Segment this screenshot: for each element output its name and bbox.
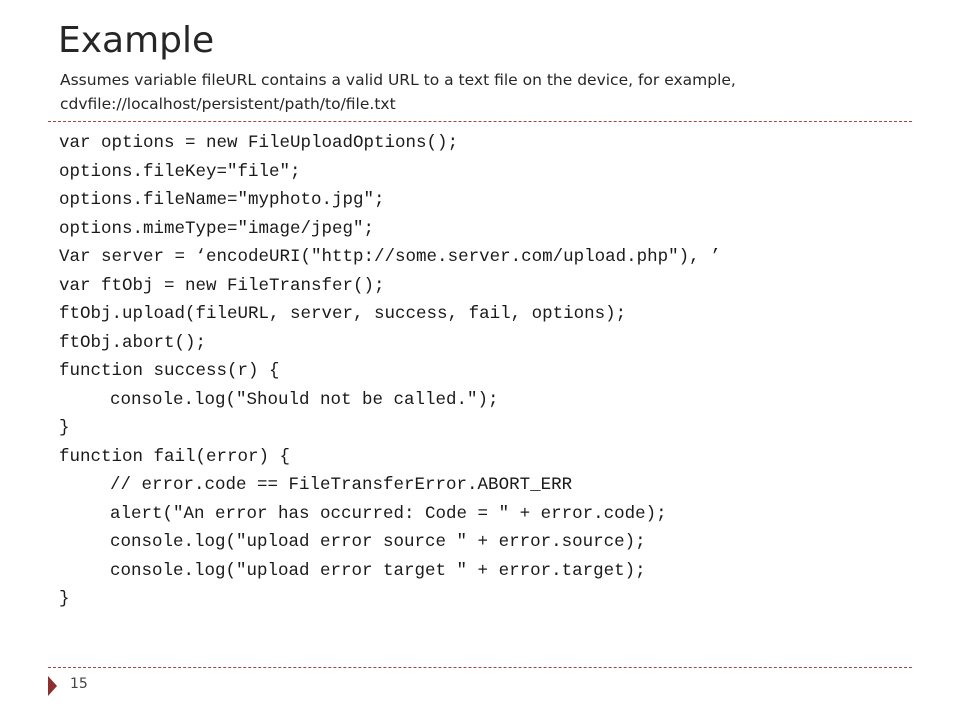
subtitle-line: Assumes variable fileURL contains a vali… [60, 71, 736, 89]
code-line: console.log("Should not be called."); [110, 389, 499, 410]
code-line: options.fileKey="file"; [59, 161, 301, 182]
code-line: ftObj.upload(fileURL, server, success, f… [59, 304, 627, 324]
page-number: 15 [70, 676, 88, 692]
code-line: alert("An error has occurred: Code = " +… [110, 503, 667, 524]
code-line: options.mimeType="image/jpeg"; [59, 218, 375, 239]
code-line: var ftObj = new FileTransfer(); [59, 275, 385, 296]
code-line: } [59, 418, 70, 438]
triangle-marker-icon [48, 676, 57, 696]
code-block: var options = new FileUploadOptions(); op… [59, 129, 919, 614]
code-line: options.fileName="myphoto.jpg"; [59, 190, 385, 210]
code-line: console.log("upload error target " + err… [110, 560, 646, 581]
slide-subtitle: Assumes variable fileURL contains a vali… [60, 68, 920, 116]
code-line: ftObj.abort(); [59, 332, 207, 353]
code-line: Var server = ‘encodeURI("http://some.ser… [59, 247, 721, 267]
bottom-divider [48, 667, 912, 668]
top-divider [48, 121, 912, 122]
code-line: // error.code == FileTransferError.ABORT… [110, 475, 573, 495]
code-line: function fail(error) { [59, 446, 291, 467]
code-line: } [59, 589, 70, 609]
code-line: console.log("upload error source " + err… [110, 532, 646, 552]
subtitle-line: cdvfile://localhost/persistent/path/to/f… [60, 95, 396, 113]
code-line: var options = new FileUploadOptions(); [59, 133, 459, 153]
slide-title: Example [58, 20, 215, 61]
code-line: function success(r) { [59, 361, 280, 381]
